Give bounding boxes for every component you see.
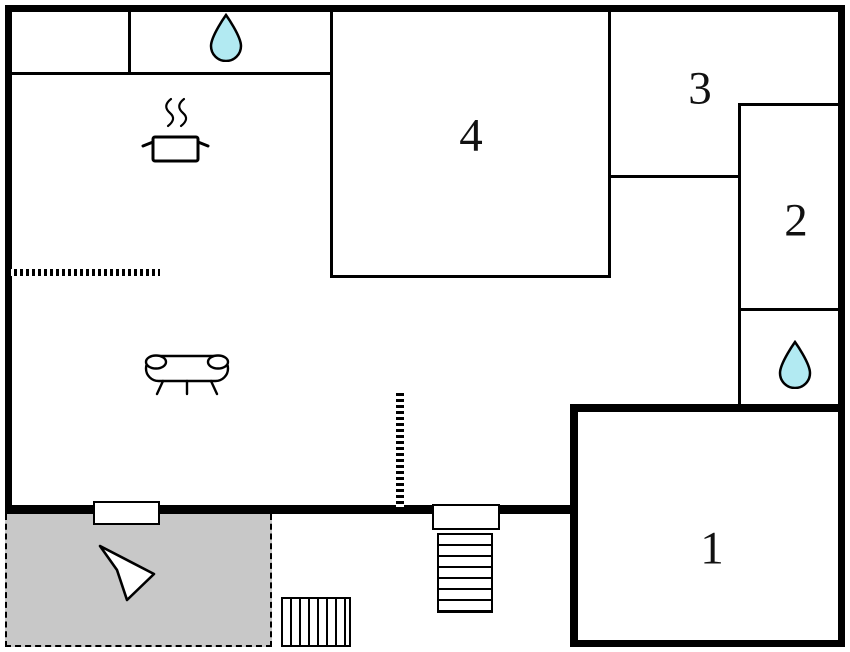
cooking-pot-icon xyxy=(141,97,210,163)
room-label-2: 2 xyxy=(784,194,808,247)
room4-wall-bottom xyxy=(330,275,611,278)
bath-wall-vertical xyxy=(128,5,131,75)
window-icon xyxy=(432,504,500,530)
sofa-icon xyxy=(144,354,230,396)
room1-wall-left xyxy=(570,404,578,647)
outer-wall-left xyxy=(5,5,12,514)
kitchen-wall-horizontal xyxy=(5,72,331,75)
stairs-icon xyxy=(437,533,493,613)
partition-rail-vertical xyxy=(396,393,404,510)
water-drop-icon xyxy=(778,339,812,389)
room2-wall-left xyxy=(738,103,741,412)
room1-wall-top xyxy=(570,404,845,412)
room4-wall-left xyxy=(330,5,333,278)
room4-wall-right xyxy=(608,5,611,278)
room-label-1: 1 xyxy=(700,522,724,575)
direction-arrow-icon xyxy=(98,544,156,602)
room1-wall-bottom xyxy=(570,640,845,647)
water-drop-icon xyxy=(209,12,243,62)
main-wall-horizontal xyxy=(5,505,578,514)
steps-icon xyxy=(281,597,351,647)
room3-wall-bottom xyxy=(608,175,741,178)
room-label-4: 4 xyxy=(459,109,483,162)
room2-wall-top xyxy=(738,103,845,106)
room2-wall-bottom xyxy=(738,308,845,311)
room-label-3: 3 xyxy=(688,62,712,115)
outer-wall-top xyxy=(5,5,845,12)
window-icon xyxy=(93,501,160,525)
outer-wall-right xyxy=(838,5,845,647)
partition-rail-horizontal xyxy=(8,269,160,276)
